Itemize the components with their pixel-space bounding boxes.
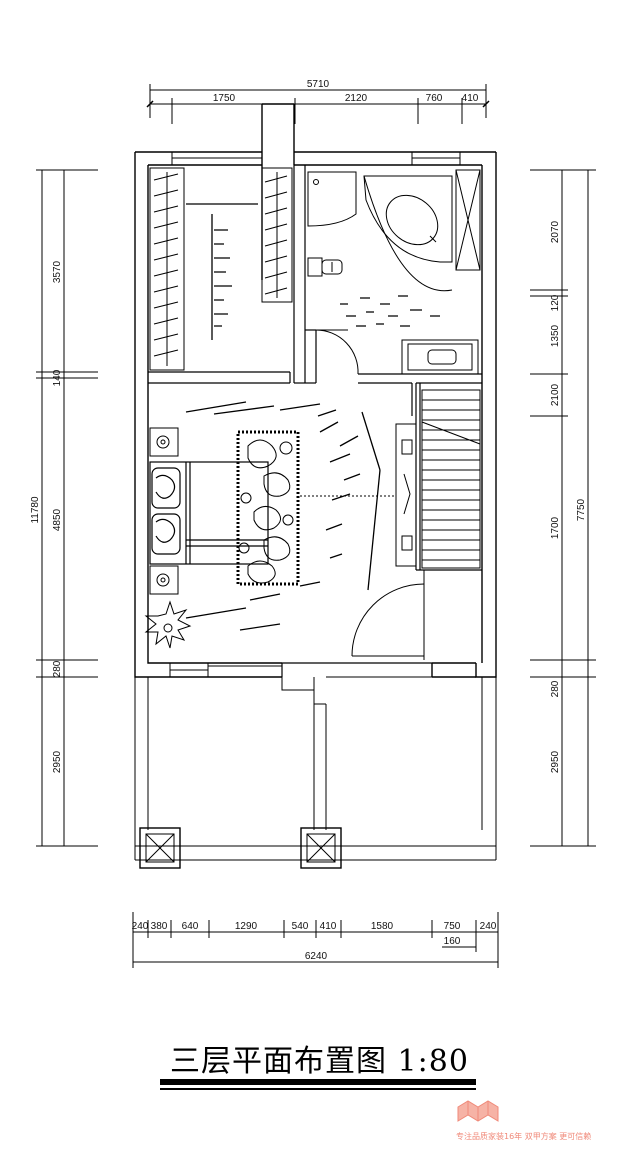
dim-top-total: 5710 [307, 79, 330, 90]
dim-bottom-8: 750 [444, 921, 461, 932]
right-dimension-chain [530, 169, 596, 847]
dim-bottom-9: 240 [480, 921, 497, 932]
dim-top-1: 1750 [213, 93, 236, 104]
dim-right-6: 280 [550, 680, 561, 697]
dim-bottom-4: 1290 [235, 921, 258, 932]
bedroom-door [351, 570, 425, 660]
dim-top-4: 410 [462, 93, 479, 104]
nightstand-top [149, 427, 179, 457]
towel-cabinet [455, 169, 481, 271]
dim-right-5: 1700 [550, 516, 561, 539]
dim-bottom-6: 410 [320, 921, 337, 932]
wardrobe-left [149, 167, 185, 371]
toilet [307, 257, 343, 277]
drawing-title: 三层平面布置图 1:80 [170, 1044, 469, 1079]
dim-bottom-extra: 160 [444, 936, 461, 947]
staircase [421, 389, 481, 569]
watermark-logo [457, 1100, 499, 1122]
closet-rug [186, 203, 258, 340]
bathtub [363, 175, 453, 292]
vanity-basin [401, 339, 479, 375]
dim-left-3: 4850 [52, 508, 63, 531]
dim-left-5: 2950 [52, 750, 63, 773]
bedroom-rug [185, 401, 381, 631]
window-top-left [171, 151, 263, 166]
balcony-column-right [300, 827, 342, 869]
dim-top-3: 760 [426, 93, 443, 104]
shower-enclosure [307, 171, 357, 227]
dim-right-4: 2100 [550, 383, 561, 406]
window-top-right [411, 151, 461, 166]
nightstand-bottom [149, 565, 179, 595]
balcony-column-left [139, 827, 181, 869]
balcony [134, 676, 497, 861]
window-bottom-left [169, 662, 282, 678]
dim-right-2: 120 [550, 294, 561, 311]
wardrobe-right [261, 167, 293, 303]
left-dimension-chain [36, 169, 98, 847]
dim-bottom-1: 240 [132, 921, 149, 932]
dim-bottom-5: 540 [292, 921, 309, 932]
watermark-text: 专注品质家装16年 双甲方案 更可信赖 [456, 1132, 592, 1141]
dim-right-1: 2070 [550, 220, 561, 243]
dim-left-4: 280 [52, 660, 63, 677]
title-underline-thin [160, 1088, 476, 1090]
bathroom-door [315, 329, 359, 375]
dim-bottom-total: 6240 [305, 951, 328, 962]
dim-right-7: 2950 [550, 750, 561, 773]
plant [144, 600, 192, 649]
dim-bottom-3: 640 [182, 921, 199, 932]
dim-left-1: 3570 [52, 260, 63, 283]
dim-top-2: 2120 [345, 93, 368, 104]
dim-right-3: 1350 [550, 324, 561, 347]
bed-floral-carpet [236, 430, 300, 586]
bed [149, 461, 269, 565]
dim-left-total: 11780 [30, 496, 41, 524]
bottom-dimension-chain [132, 912, 499, 968]
dim-left-2: 140 [52, 369, 63, 386]
top-dimension-chain [146, 84, 490, 124]
title-underline-thick [160, 1079, 476, 1085]
bathroom-floor-tile-marks [340, 295, 440, 327]
interior-walls [148, 165, 482, 677]
dim-bottom-2: 380 [151, 921, 168, 932]
tv-cabinet [300, 423, 417, 567]
dim-bottom-7: 1580 [371, 921, 394, 932]
dim-right-total: 7750 [576, 498, 587, 521]
